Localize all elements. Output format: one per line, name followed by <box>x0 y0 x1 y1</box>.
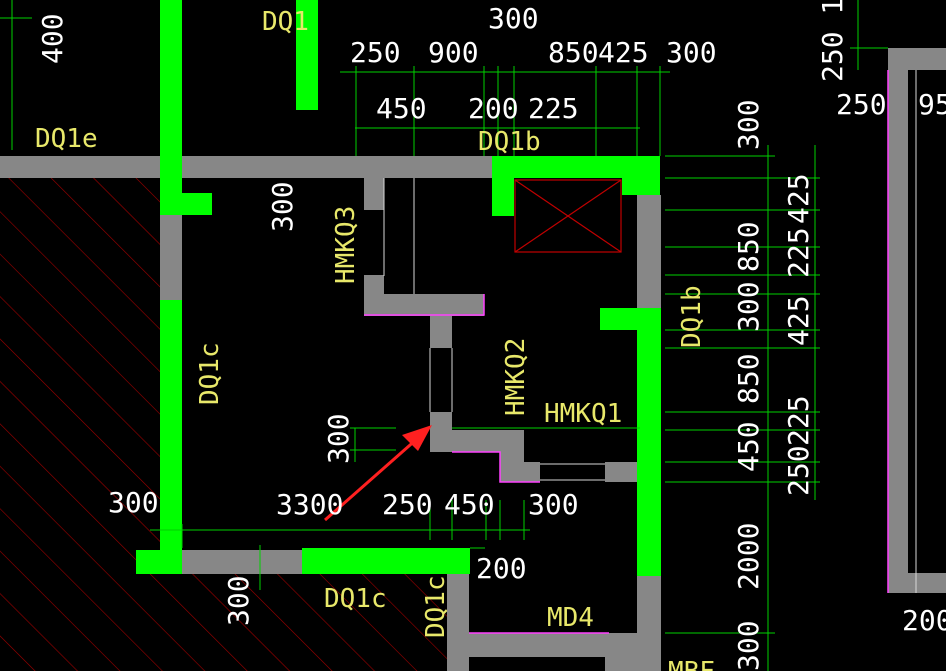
dim-top-300: 300 <box>488 2 539 35</box>
wall-step-h2 <box>500 462 540 482</box>
dim-row2-450: 450 <box>376 92 427 125</box>
opening-outline-2 <box>452 451 540 483</box>
column-top-left-foot <box>160 193 212 215</box>
label-hmkq2: HMKQ2 <box>501 338 531 416</box>
column-dq1b-left <box>492 156 514 216</box>
label-dq1b-top: DQ1b <box>478 127 541 157</box>
column-dq1b-right <box>622 156 660 195</box>
arrow-head <box>402 425 432 451</box>
hatched-regions <box>0 178 450 671</box>
wall-inner-drop <box>430 316 452 348</box>
dim-top-250: 250 <box>350 36 401 69</box>
dim-bottom-3300: 3300 <box>276 488 343 521</box>
column-bottom-left-foot <box>136 550 182 574</box>
wall-bottom-md4 <box>469 633 609 657</box>
dim-right-250-13: 250 13 <box>816 0 849 82</box>
dim-top-425: 425 <box>598 36 649 69</box>
dim-rv2-425b: 425 <box>782 295 815 346</box>
dim-rv-300: 300 <box>732 99 765 150</box>
label-hmkq3: HMKQ3 <box>331 206 361 284</box>
label-md4: MD4 <box>547 603 594 633</box>
column-dq1b-top <box>492 156 660 178</box>
opening-outlines <box>364 70 889 634</box>
reference-lines <box>383 70 917 593</box>
dim-rv-300c: 300 <box>732 620 765 671</box>
dim-left-300-h: 300 <box>108 486 159 519</box>
dim-side-200: 200 <box>476 552 527 585</box>
dim-far-200: 200 <box>902 604 946 637</box>
column-bottom-middle <box>302 548 470 574</box>
column-left-lower <box>160 300 182 574</box>
red-arrow <box>324 425 432 522</box>
label-hmkq1: HMKQ1 <box>544 399 622 429</box>
dim-rv-850: 850 <box>732 221 765 272</box>
column-right-vertical <box>637 308 661 576</box>
dim-top-850: 850 <box>548 36 599 69</box>
shaft-diagonal-2 <box>514 179 622 253</box>
dim-bottom-300-v: 300 <box>222 575 255 626</box>
wall-bottom-drop <box>447 574 469 671</box>
dim-right-95: 95 <box>918 88 946 121</box>
dim-row2-200: 200 <box>468 92 519 125</box>
column-dq1-stub <box>296 0 318 110</box>
wall-step-h3 <box>605 462 637 482</box>
wall-left-upper <box>160 215 182 300</box>
shaft-box <box>514 179 622 253</box>
dim-top-300b: 300 <box>666 36 717 69</box>
dim-rv2-225b: 225 <box>782 395 815 446</box>
label-mbf: MBF <box>668 657 715 671</box>
dimension-lines <box>0 0 888 671</box>
wall-bottom-left <box>180 550 304 574</box>
label-dq1c-left: DQ1c <box>195 342 225 405</box>
dim-right-250: 250 <box>836 88 887 121</box>
dim-row2-225: 225 <box>528 92 579 125</box>
wall-far-right-vertical <box>888 48 908 593</box>
dim-rv2-425: 425 <box>782 173 815 224</box>
component-labels: DQ1 DQ1e DQ1b DQ1b DQ1c DQ1c DQ1c HMKQ3 … <box>35 7 715 671</box>
dim-top-900: 900 <box>428 36 479 69</box>
dim-inner-300-v: 300 <box>266 181 299 232</box>
dim-bottom-300: 300 <box>528 488 579 521</box>
label-dq1c-vertical: DQ1c <box>421 575 451 638</box>
label-dq1-top: DQ1 <box>262 7 309 37</box>
wall-far-right-bottom <box>888 573 946 593</box>
opening-outline-1 <box>364 294 485 316</box>
dim-bottom-450: 450 <box>444 488 495 521</box>
dim-rv2-225: 225 <box>782 227 815 278</box>
dim-rv-2000: 2000 <box>732 523 765 590</box>
dim-bottom-250: 250 <box>382 488 433 521</box>
dim-inner-300-small: 300 <box>322 413 355 464</box>
dim-rv-450: 450 <box>732 421 765 472</box>
dimension-numbers: 300 250 900 850 425 300 450 200 225 400 … <box>36 0 946 671</box>
wall-bottom-right <box>605 633 661 671</box>
arrow-shaft <box>324 436 419 522</box>
dim-left-400: 400 <box>36 13 69 64</box>
column-top-left-vertical <box>160 0 182 215</box>
wall-inner-stub <box>364 178 384 210</box>
label-dq1e: DQ1e <box>35 124 98 154</box>
label-dq1c-bottom: DQ1c <box>324 584 387 614</box>
dim-rv2-250: 250 <box>782 445 815 496</box>
dim-rv-850b: 850 <box>732 353 765 404</box>
dim-rv-300b: 300 <box>732 281 765 332</box>
wall-inner-horizontal <box>364 294 484 316</box>
hatch-left <box>0 178 160 671</box>
shaft-cross-box <box>514 179 622 253</box>
green-columns <box>136 0 661 576</box>
hatch-bottom-left <box>160 574 450 671</box>
label-dq1b-right: DQ1b <box>677 285 707 348</box>
